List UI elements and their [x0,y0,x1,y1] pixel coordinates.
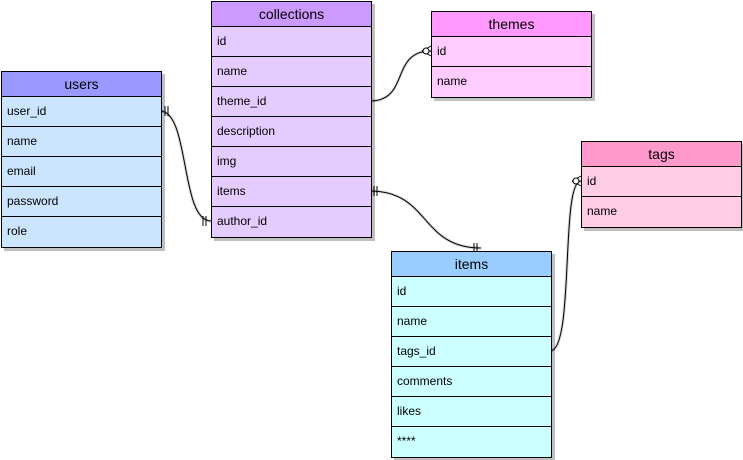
entity-users[interactable]: users user_id name email password role [1,71,162,248]
field-row[interactable]: id [582,167,741,197]
field-row[interactable]: theme_id [212,87,371,117]
entity-tags[interactable]: tags id name [581,141,742,228]
field-row[interactable]: id [212,27,371,57]
field-row[interactable]: name [212,57,371,87]
field-row[interactable]: comments [392,367,551,397]
entity-header[interactable]: users [2,72,161,97]
entity-themes[interactable]: themes id name [431,11,592,98]
field-row[interactable]: id [392,277,551,307]
link-users-collections [159,106,212,226]
field-row[interactable]: id [432,37,591,67]
field-row[interactable]: password [2,187,161,217]
link-collections-themes [369,45,432,103]
field-row[interactable]: items [212,177,371,207]
field-row[interactable]: role [2,217,161,247]
field-row[interactable]: name [2,127,161,157]
field-row[interactable]: email [2,157,161,187]
link-items-tags [549,175,582,353]
field-row[interactable]: likes [392,397,551,427]
field-row[interactable]: author_id [212,207,371,237]
entity-header[interactable]: tags [582,142,741,167]
field-row[interactable]: name [392,307,551,337]
entity-items[interactable]: items id name tags_id comments likes ***… [391,251,552,458]
field-row[interactable]: user_id [2,97,161,127]
field-row[interactable]: tags_id [392,337,551,367]
field-row[interactable]: name [582,197,741,227]
entity-collections[interactable]: collections id name theme_id description… [211,1,372,238]
link-collections-items [369,186,482,253]
entity-header[interactable]: themes [432,12,591,37]
entity-header[interactable]: collections [212,2,371,27]
entity-header[interactable]: items [392,252,551,277]
field-row[interactable]: name [432,67,591,97]
field-row[interactable]: **** [392,427,551,457]
field-row[interactable]: img [212,147,371,177]
field-row[interactable]: description [212,117,371,147]
